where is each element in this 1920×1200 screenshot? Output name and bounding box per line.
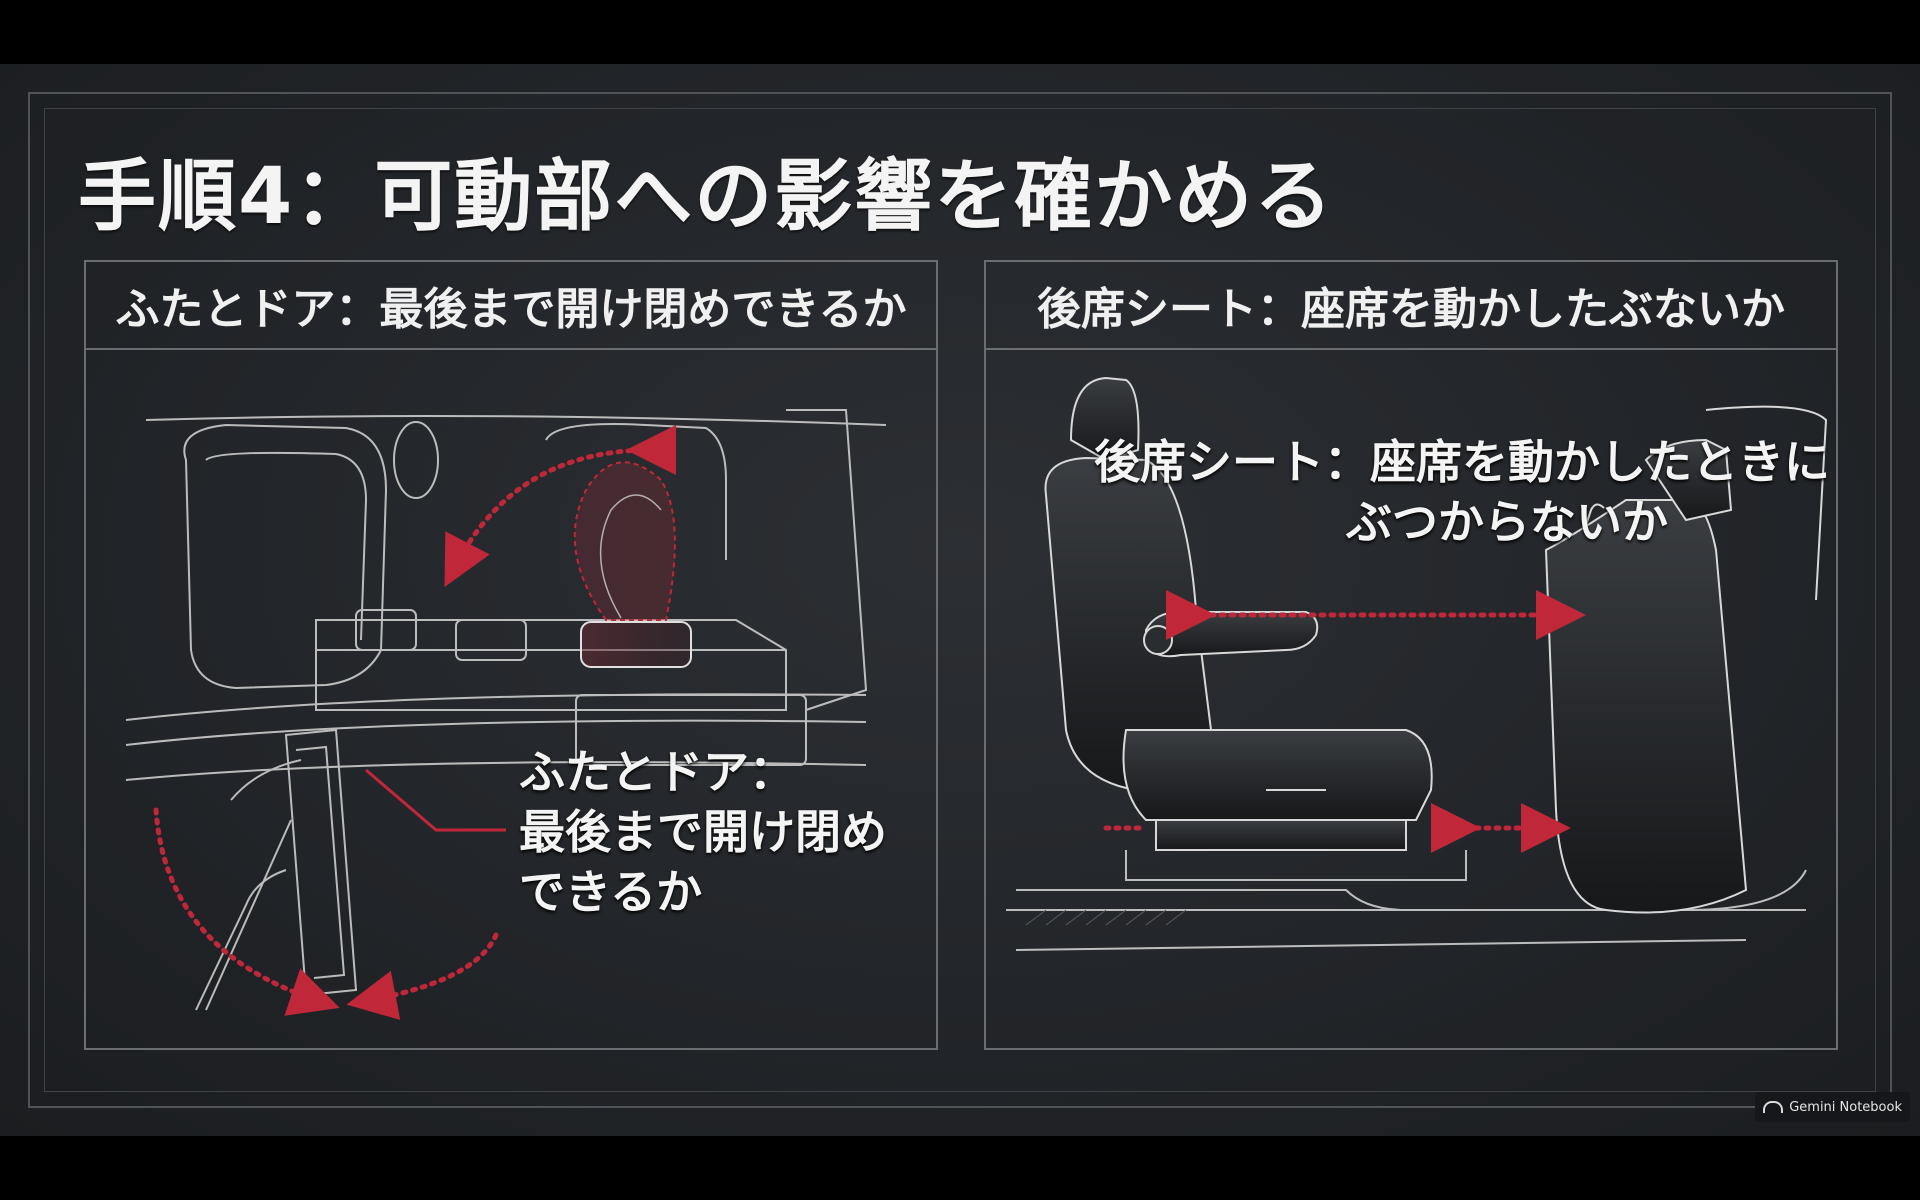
callout-lid-door-line-3: できるか [519, 865, 703, 919]
callout-lid-door: ふたとドア： 最後まで開け閉め できるか [519, 742, 887, 922]
panel-header-rear-seat: 後席シート：座席を動かしたぶないか [986, 262, 1836, 350]
rear-seat-illustration [1006, 376, 1828, 951]
callout-rear-seat-line-2: ぶつからないか [1346, 495, 1668, 549]
panel-header-lid-door: ふたとドア：最後まで開け閉めできるか [86, 262, 936, 350]
callout-lid-door-line-1: ふたとドア： [519, 745, 795, 799]
gemini-notebook-badge: Gemini Notebook [1755, 1092, 1910, 1122]
inner-frame [44, 108, 1876, 1092]
gemini-arch-icon [1763, 1101, 1784, 1113]
callout-rear-seat: 後席シート：座席を動かしたときに ぶつからないか [1094, 432, 1830, 552]
slide: 手順4：可動部への影響を確かめる ふたとドア： 最後まで開け閉めできるか [0, 64, 1920, 1136]
callout-lid-door-line-2: 最後まで開け閉め [519, 805, 887, 859]
badge-label: Gemini Notebook [1789, 1099, 1902, 1115]
console-illustration [125, 409, 887, 1020]
panel-lid-door: ふたとドア： 最後まで開け閉めできるか [84, 260, 938, 1050]
panel-rear-seat: 後席シート：座席を動かしたぶないか [984, 260, 1838, 1050]
callout-rear-seat-line-1: 後席シート：座席を動かしたときに [1094, 435, 1830, 489]
outer-frame [28, 92, 1892, 1108]
slide-title: 手順4：可動部への影響を確かめる [78, 152, 1335, 242]
